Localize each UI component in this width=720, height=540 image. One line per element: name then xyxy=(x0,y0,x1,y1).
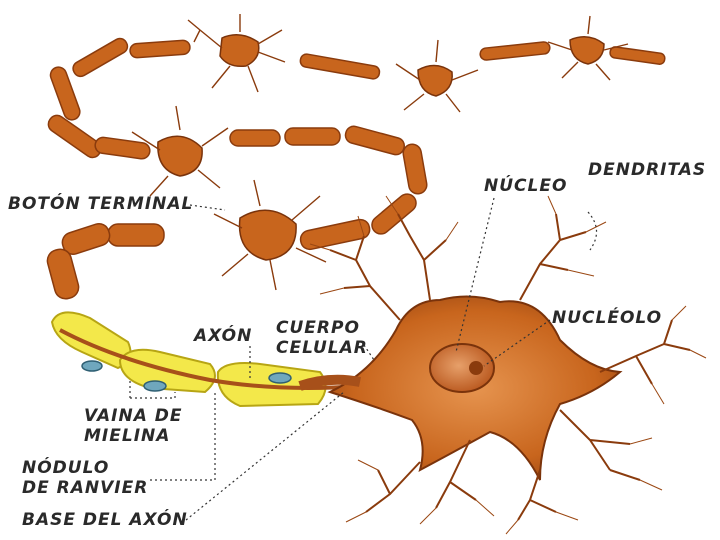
label-axon: AXÓN xyxy=(194,326,252,346)
label-nodulo-line2: DE RANVIER xyxy=(22,478,148,498)
label-nucleolo: NUCLÉOLO xyxy=(552,308,662,328)
label-nodulo-line1: NÓDULO xyxy=(22,458,148,478)
nucleolus xyxy=(469,361,483,375)
label-vaina-de-mielina: VAINA DE MIELINA xyxy=(84,406,183,446)
label-nodulo-de-ranvier: NÓDULO DE RANVIER xyxy=(22,458,148,498)
label-base-del-axon: BASE DEL AXÓN xyxy=(22,510,188,530)
label-vaina-line1: VAINA DE xyxy=(84,406,183,426)
label-nucleo: NÚCLEO xyxy=(484,176,567,196)
label-vaina-line2: MIELINA xyxy=(84,426,183,446)
axon-chain xyxy=(45,36,665,301)
label-cuerpo-celular-line2: CELULAR xyxy=(276,338,368,358)
label-boton-terminal: BOTÓN TERMINAL xyxy=(8,194,193,214)
label-cuerpo-celular-line1: CUERPO xyxy=(276,318,368,338)
label-dendritas: DENDRITAS xyxy=(588,160,706,180)
label-cuerpo-celular: CUERPO CELULAR xyxy=(276,318,368,358)
nucleus xyxy=(430,344,494,392)
